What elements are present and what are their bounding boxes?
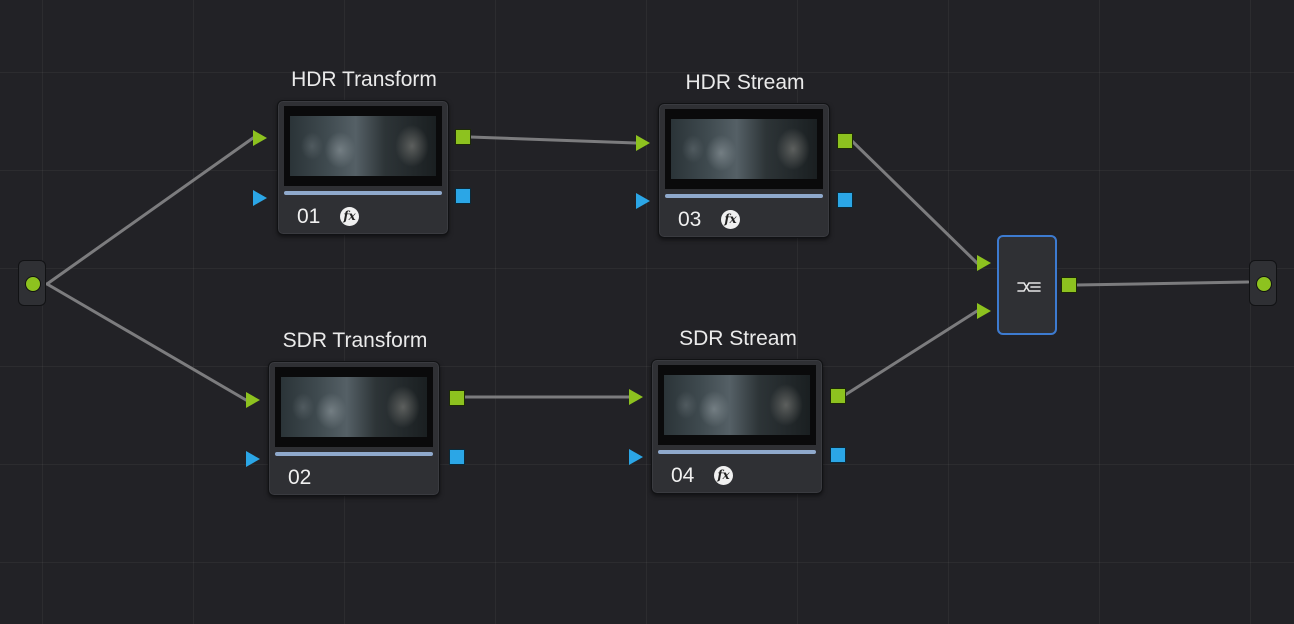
node-sdr-stream[interactable]: SDR Stream 04 fx — [651, 327, 823, 494]
alpha-input-port[interactable] — [629, 449, 643, 465]
alpha-input-port[interactable] — [253, 190, 267, 206]
link-hdr-stream-to-mixer — [850, 139, 979, 265]
alpha-output-port[interactable] — [455, 188, 471, 204]
alpha-output-port[interactable] — [449, 449, 465, 465]
node-title: SDR Stream — [679, 327, 797, 350]
rgb-input-port[interactable] — [246, 392, 260, 408]
rgb-output-port[interactable] — [455, 129, 471, 145]
rgb-input-port[interactable] — [253, 130, 267, 146]
alpha-output-port[interactable] — [830, 447, 846, 463]
node-sdr-transform[interactable]: SDR Transform 02 — [268, 329, 440, 496]
node-bar — [284, 191, 442, 195]
node-number: 03 — [678, 208, 702, 231]
node-thumbnail — [665, 109, 823, 189]
source-output-port[interactable] — [25, 276, 41, 292]
fx-icon: fx — [340, 207, 359, 226]
alpha-output-port[interactable] — [837, 192, 853, 208]
output-node[interactable] — [1249, 260, 1277, 306]
rgb-output-port[interactable] — [449, 390, 465, 406]
node-hdr-stream[interactable]: HDR Stream 03 fx — [658, 71, 830, 238]
link-sdr-stream-to-mixer — [843, 309, 979, 397]
node-bar — [275, 452, 433, 456]
rgb-output-port[interactable] — [837, 133, 853, 149]
rgb-input-port[interactable] — [636, 135, 650, 151]
node-thumbnail — [658, 365, 816, 445]
node-title: HDR Stream — [685, 71, 805, 94]
mixer-output-port[interactable] — [1061, 277, 1077, 293]
node-bar — [658, 450, 816, 454]
node-title: HDR Transform — [291, 68, 437, 91]
node-number: 02 — [288, 466, 312, 489]
layer-mixer-icon — [1017, 282, 1041, 292]
rgb-output-port[interactable] — [830, 388, 846, 404]
alpha-input-port[interactable] — [246, 451, 260, 467]
node-number: 04 — [671, 464, 695, 487]
link-mixer-to-output — [1074, 280, 1250, 287]
mixer-input-port-2[interactable] — [977, 303, 991, 319]
node-hdr-transform[interactable]: HDR Transform 01 fx — [277, 68, 449, 235]
link-source-to-hdr-transform — [45, 136, 255, 286]
link-hdr-transform-to-hdr-stream — [468, 135, 638, 145]
node-thumbnail — [284, 106, 442, 186]
fx-icon: fx — [721, 210, 740, 229]
node-bar — [665, 194, 823, 198]
rgb-input-port[interactable] — [629, 389, 643, 405]
fx-icon: fx — [714, 466, 733, 485]
node-thumbnail — [275, 367, 433, 447]
alpha-input-port[interactable] — [636, 193, 650, 209]
layer-mixer-node[interactable] — [997, 235, 1057, 335]
link-source-to-sdr-transform — [45, 282, 248, 402]
source-node[interactable] — [18, 260, 46, 306]
node-number: 01 — [297, 205, 321, 228]
output-input-port[interactable] — [1256, 276, 1272, 292]
mixer-input-port-1[interactable] — [977, 255, 991, 271]
node-title: SDR Transform — [282, 329, 428, 352]
